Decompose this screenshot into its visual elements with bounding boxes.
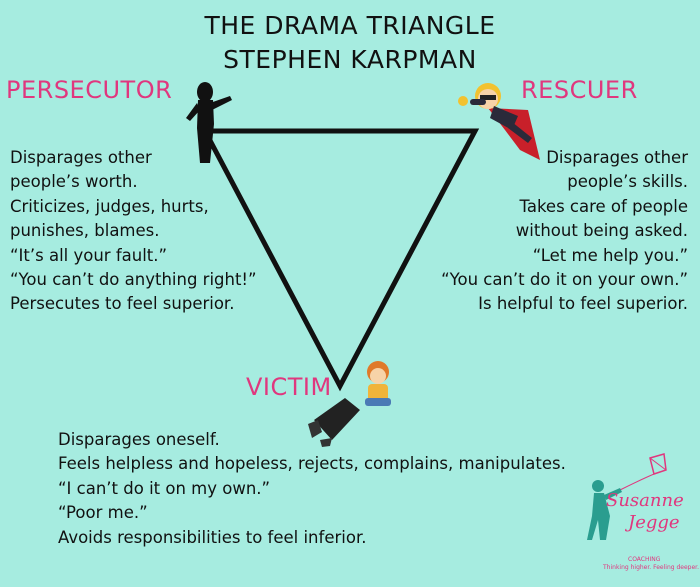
logo-name-first: Susanne xyxy=(606,490,684,511)
title-line-1: THE DRAMA TRIANGLE xyxy=(204,11,496,40)
persecutor-line: Persecutes to feel superior. xyxy=(10,294,235,314)
logo-tagline: Thinking higher. Feeling deeper. xyxy=(603,564,699,571)
drama-triangle xyxy=(200,128,480,392)
persecutor-label: PERSECUTOR xyxy=(6,76,173,104)
persecutor-description: Disparages other people’s worth. Critici… xyxy=(10,146,257,317)
title-line-2: STEPHEN KARPMAN xyxy=(223,45,477,74)
persecutor-line: Criticizes, judges, hurts, xyxy=(10,196,209,216)
victim-description: Disparages oneself. Feels helpless and h… xyxy=(58,428,566,550)
victim-figure-icon xyxy=(308,361,391,447)
victim-label: VICTIM xyxy=(246,373,332,401)
logo-figure-icon xyxy=(587,480,622,540)
persecutor-line: “You can’t do anything right!” xyxy=(10,270,257,290)
rescuer-description: Disparages other people’s skills. Takes … xyxy=(441,146,688,317)
persecutor-silhouette-icon xyxy=(186,82,232,163)
rescuer-line: Disparages other xyxy=(546,148,688,167)
rescuer-line: “You can’t do it on your own.” xyxy=(441,270,688,290)
rescuer-line: “Let me help you.” xyxy=(532,245,688,265)
victim-line: “I can’t do it on my own.” xyxy=(58,478,271,498)
persecutor-line: Disparages other xyxy=(10,148,152,167)
persecutor-line: people’s worth. xyxy=(10,172,138,192)
logo-kite-icon xyxy=(619,453,667,491)
rescuer-line: Takes care of people xyxy=(519,196,689,216)
rescuer-line: people’s skills. xyxy=(567,172,688,192)
rescuer-line: Is helpful to feel superior. xyxy=(478,294,688,314)
persecutor-line: punishes, blames. xyxy=(10,221,160,241)
logo-subtitle: COACHING xyxy=(628,556,661,563)
logo-name-last: Jegge xyxy=(628,512,680,533)
rescuer-label: RESCUER xyxy=(521,76,638,104)
victim-line: Feels helpless and hopeless, rejects, co… xyxy=(58,454,566,474)
victim-line: Avoids responsibilities to feel inferior… xyxy=(58,527,367,547)
rescuer-superhero-icon xyxy=(458,83,540,160)
persecutor-line: “It’s all your fault.” xyxy=(10,245,168,265)
rescuer-line: without being asked. xyxy=(515,221,688,241)
victim-line: Disparages oneself. xyxy=(58,430,220,449)
victim-line: “Poor me.” xyxy=(58,503,148,523)
